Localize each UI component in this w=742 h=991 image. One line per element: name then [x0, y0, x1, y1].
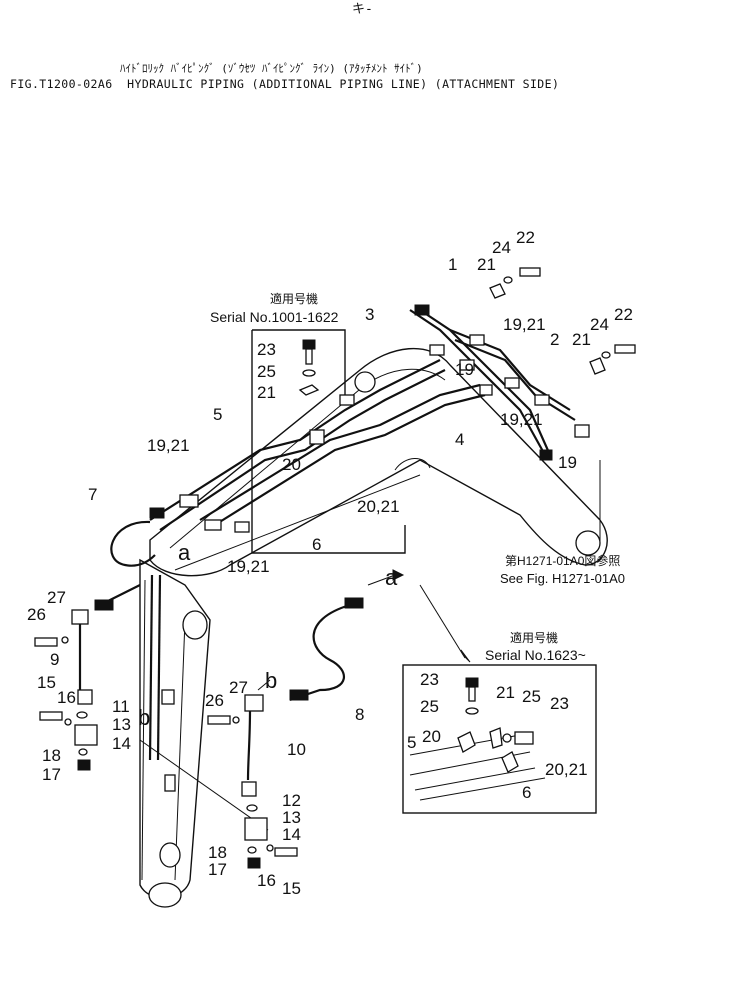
see-fig-en: See Fig. H1271-01A0 [500, 571, 625, 586]
callout-24-b: 24 [590, 315, 609, 334]
callout-22-a: 22 [516, 228, 535, 247]
callout-21-b: 21 [572, 330, 591, 349]
callout-25-box1: 25 [257, 362, 276, 381]
callout-labels: 1 2 3 4 5 6 7 8 9 10 11 12 13 13 14 14 1… [27, 228, 633, 898]
callout-21-box1: 21 [257, 383, 276, 402]
callout-11: 11 [112, 697, 130, 716]
washer-21 [298, 384, 320, 396]
callout-6-box2: 6 [522, 783, 531, 802]
boom-foot-pin [575, 530, 601, 556]
serial-box-2-serial: Serial No.1623~ [485, 647, 586, 663]
figure-title: FIG.T1200-02A6 HYDRAULIC PIPING (ADDITIO… [10, 77, 560, 91]
callout-20-21-box2: 20,21 [545, 760, 588, 779]
callout-1: 1 [448, 255, 457, 274]
callout-17-center: 17 [208, 860, 227, 879]
boom-arm [149, 347, 608, 577]
callout-14-left: 14 [112, 734, 131, 753]
callout-8: 8 [355, 705, 364, 724]
bolt-23-head [302, 339, 316, 350]
callout-15-center: 15 [282, 879, 301, 898]
callout-19-21-d: 19,21 [227, 557, 270, 576]
callout-19-21-c: 19,21 [147, 436, 190, 455]
callout-19-a: 19 [455, 360, 474, 379]
see-fig-jp: 第H1271-01A0図参照 [505, 553, 620, 568]
connector-a-upper: a [178, 540, 191, 565]
callout-19-21-a: 19,21 [503, 315, 546, 334]
callout-23-box2-left: 23 [420, 670, 439, 689]
callout-16-center: 16 [257, 871, 276, 890]
callout-23-box1: 23 [257, 340, 276, 359]
callout-21-box2: 21 [496, 683, 515, 702]
callout-19-b: 19 [558, 453, 577, 472]
callout-20: 20 [282, 455, 301, 474]
callout-26-left: 26 [27, 605, 46, 624]
callout-12: 12 [282, 791, 301, 810]
header-mark: キ- [352, 2, 373, 17]
callout-4: 4 [455, 430, 464, 449]
callout-24-a: 24 [492, 238, 511, 257]
callout-10: 10 [287, 740, 306, 759]
connector-b-left: b [138, 705, 150, 730]
callout-2: 2 [550, 330, 559, 349]
callout-20-21: 20,21 [357, 497, 400, 516]
washer-25 [302, 369, 316, 377]
callout-27-center: 27 [229, 678, 248, 697]
callout-17-left: 17 [42, 765, 61, 784]
connector-a-lower: a [385, 565, 398, 590]
center-valve-assembly [207, 694, 298, 869]
serial-box-1-jp: 適用号機 [270, 291, 318, 306]
callout-20-box2: 20 [422, 727, 441, 746]
serial-box-2-jp: 適用号機 [510, 630, 558, 645]
callout-25-box2-right: 25 [522, 687, 541, 706]
pipe-lines [94, 267, 636, 702]
callout-13-left: 13 [112, 715, 131, 734]
callout-23-box2-right: 23 [550, 694, 569, 713]
callout-22-b: 22 [614, 305, 633, 324]
connector-b-center: b [265, 668, 277, 693]
callout-14-center: 14 [282, 825, 301, 844]
callout-27-left: 27 [47, 588, 66, 607]
callout-18-center: 18 [208, 843, 227, 862]
callout-9: 9 [50, 650, 59, 669]
callout-25-box2: 25 [420, 697, 439, 716]
serial-box-2: 適用号機 Serial No.1623~ [402, 630, 597, 814]
callout-16-left: 16 [57, 688, 76, 707]
serial-box-1-serial: Serial No.1001-1622 [210, 309, 339, 325]
callout-19-21-b: 19,21 [500, 410, 543, 429]
callout-5-box2: 5 [407, 733, 416, 752]
japanese-title: ﾊｲﾄﾞﾛﾘｯｸ ﾊﾞｲﾋﾟﾝｸﾞ (ｿﾞｳｾﾂ ﾊﾞｲﾋﾟﾝｸﾞ ﾗｲﾝ) (… [120, 62, 423, 75]
serial-box-1: 適用号機 Serial No.1001-1622 [210, 291, 406, 554]
callout-3: 3 [365, 305, 374, 324]
callout-21-a: 21 [477, 255, 496, 274]
callout-15-left: 15 [37, 673, 56, 692]
callout-5: 5 [213, 405, 222, 424]
callout-7: 7 [88, 485, 97, 504]
callout-18-left: 18 [42, 746, 61, 765]
callout-6: 6 [312, 535, 321, 554]
callout-13-center: 13 [282, 808, 301, 827]
arm-stick [139, 558, 269, 908]
left-valve-assembly [34, 609, 98, 771]
callout-26-center: 26 [205, 691, 224, 710]
